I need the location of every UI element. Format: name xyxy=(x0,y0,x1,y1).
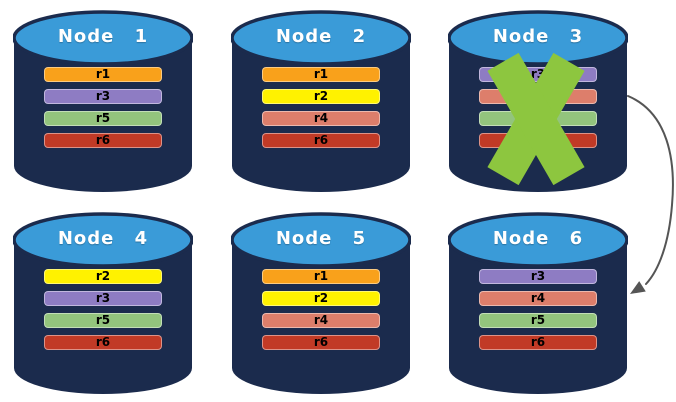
cylinder-top xyxy=(13,10,193,66)
replica-row: r3 xyxy=(479,269,597,284)
node-4: Node 4 r2 r3 r5 r6 xyxy=(13,212,193,398)
failover-arrowhead-icon xyxy=(630,281,646,294)
node-title: Node 3 xyxy=(492,26,584,47)
node-title: Node 6 xyxy=(492,228,584,249)
replica-rows: r1 r2 r4 r6 xyxy=(262,67,380,155)
replica-rows: r3 r4 r5 r6 xyxy=(479,269,597,357)
cylinder-top xyxy=(13,212,193,268)
node-2: Node 2 r1 r2 r4 r6 xyxy=(231,10,411,196)
replica-row: r6 xyxy=(44,335,162,350)
replica-row: r6 xyxy=(479,335,597,350)
replica-rows: r1 r2 r4 r6 xyxy=(262,269,380,357)
failure-x-icon xyxy=(487,52,585,186)
replica-row: r6 xyxy=(262,335,380,350)
replica-row: r6 xyxy=(262,133,380,148)
replica-rows: r1 r3 r5 r6 xyxy=(44,67,162,155)
node-5: Node 5 r1 r2 r4 r6 xyxy=(231,212,411,398)
replica-row: r5 xyxy=(44,111,162,126)
replica-rows: r2 r3 r5 r6 xyxy=(44,269,162,357)
replica-row: r2 xyxy=(44,269,162,284)
replica-row: r1 xyxy=(44,67,162,82)
replica-row: r3 xyxy=(44,291,162,306)
node-title: Node 1 xyxy=(57,26,149,47)
node-3: Node 3 r3 r4 r5 r6 xyxy=(448,10,628,196)
node-title: Node 4 xyxy=(57,228,149,249)
node-1: Node 1 r1 r3 r5 r6 xyxy=(13,10,193,196)
replica-row: r5 xyxy=(479,313,597,328)
replica-row: r3 xyxy=(44,89,162,104)
replica-row: r4 xyxy=(262,111,380,126)
node-title: Node 2 xyxy=(275,26,367,47)
replica-row: r1 xyxy=(262,67,380,82)
node-title: Node 5 xyxy=(275,228,367,249)
cylinder-top xyxy=(448,10,628,66)
replica-row: r6 xyxy=(44,133,162,148)
replica-row: r2 xyxy=(262,89,380,104)
replica-row: r4 xyxy=(262,313,380,328)
cylinder-top xyxy=(231,212,411,268)
replica-row: r4 xyxy=(479,291,597,306)
cylinder-top xyxy=(231,10,411,66)
replica-row: r2 xyxy=(262,291,380,306)
failover-arrow-line xyxy=(627,95,674,285)
node-6: Node 6 r3 r4 r5 r6 xyxy=(448,212,628,398)
replica-row: r1 xyxy=(262,269,380,284)
replica-row: r5 xyxy=(44,313,162,328)
